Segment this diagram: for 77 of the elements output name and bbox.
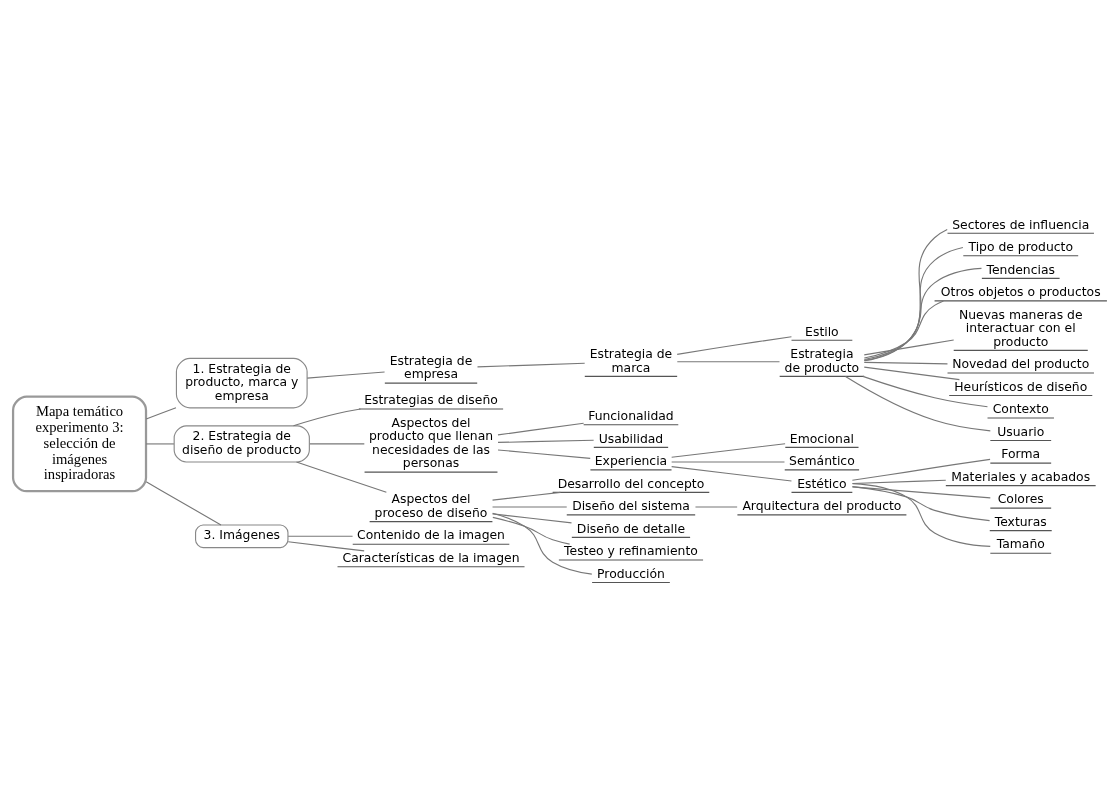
node-text: Emocional — [789, 430, 854, 446]
connector — [863, 300, 944, 359]
connector — [492, 512, 593, 575]
connector — [497, 439, 595, 443]
connector — [295, 461, 387, 493]
node-text: Otros objetos o productos — [940, 284, 1101, 300]
node-text: Diseño del sistema — [572, 498, 690, 514]
node-text: Estilo — [805, 323, 839, 339]
connector — [671, 461, 786, 463]
node-box: Mapa temático experimento 3: selección de imágenes inspiradoras — [11, 395, 148, 493]
connector — [287, 535, 354, 537]
node-text: Nuevas maneras de interactuar con el producto — [958, 306, 1083, 349]
node-text: Experiencia — [594, 453, 668, 469]
node-text: Testeo y refinamiento — [564, 543, 698, 559]
connector — [671, 466, 793, 482]
connector — [491, 506, 568, 508]
node-text: Texturas — [994, 513, 1047, 529]
node-text: Desarrollo del concepto — [557, 475, 705, 491]
connector — [851, 486, 991, 522]
connector — [851, 458, 991, 481]
node-box: 2. Estrategia de diseño de producto — [173, 425, 310, 463]
connector — [863, 267, 983, 361]
connector — [145, 443, 175, 445]
node-text: Tamaño — [996, 536, 1045, 552]
node-text: Estrategia de empresa — [389, 352, 473, 382]
connector — [863, 361, 949, 365]
node-text: Funcionalidad — [588, 408, 674, 424]
connector — [671, 443, 786, 458]
connector — [862, 375, 989, 408]
connector — [476, 362, 586, 368]
node-text: Forma — [1001, 446, 1041, 462]
connector — [306, 371, 386, 379]
node-text: Producción — [597, 565, 665, 581]
node-box: 3. Imágenes — [195, 524, 289, 549]
connector — [145, 481, 222, 526]
connector — [851, 486, 991, 499]
connector — [851, 479, 947, 485]
node-text: Usabilidad — [598, 430, 664, 446]
node-box: 1. Estrategia de producto, marca y empresa — [175, 357, 308, 409]
node-text: Sectores de influencia — [952, 216, 1090, 232]
connector — [497, 422, 585, 436]
connector — [491, 491, 562, 501]
connector — [145, 407, 177, 420]
connector — [863, 339, 955, 356]
node-text: Tendencias — [986, 261, 1055, 277]
connector — [863, 366, 960, 381]
connector — [676, 336, 792, 355]
connector — [694, 506, 738, 508]
node-text: Colores — [997, 491, 1044, 507]
node-text: Novedad del producto — [952, 356, 1090, 372]
node-text: Estrategias de diseño — [364, 392, 498, 408]
node-text: Usuario — [997, 423, 1045, 439]
node-text: Aspectos del producto que llenan necesidades de las personas — [368, 414, 494, 471]
connector — [863, 246, 964, 361]
node-text: Características de la imagen — [342, 549, 520, 565]
connector — [287, 541, 365, 552]
node-text: Heurísticos de diseño — [954, 378, 1088, 394]
connector — [844, 375, 991, 432]
node-text: Contexto — [992, 401, 1049, 417]
node-text: Diseño de detalle — [576, 520, 686, 536]
node-text: Contenido de la imagen — [357, 527, 505, 543]
connector — [852, 483, 991, 547]
connector — [292, 408, 362, 427]
connector — [309, 443, 365, 445]
node-text: Semántico — [789, 453, 855, 469]
connector — [491, 513, 573, 524]
connector — [864, 229, 948, 362]
connector — [497, 449, 591, 459]
node-text: Materiales y acabados — [951, 468, 1091, 484]
connector — [492, 516, 571, 545]
node-text: Estético — [797, 475, 847, 491]
connector — [676, 361, 781, 363]
node-text: Arquitectura del producto — [742, 498, 902, 514]
node-text: Estrategia de marca — [589, 346, 673, 375]
node-text: Estrategia de producto — [784, 346, 860, 375]
node-text: Aspectos del proceso de diseño — [374, 491, 488, 520]
node-text: Tipo de producto — [968, 239, 1074, 255]
